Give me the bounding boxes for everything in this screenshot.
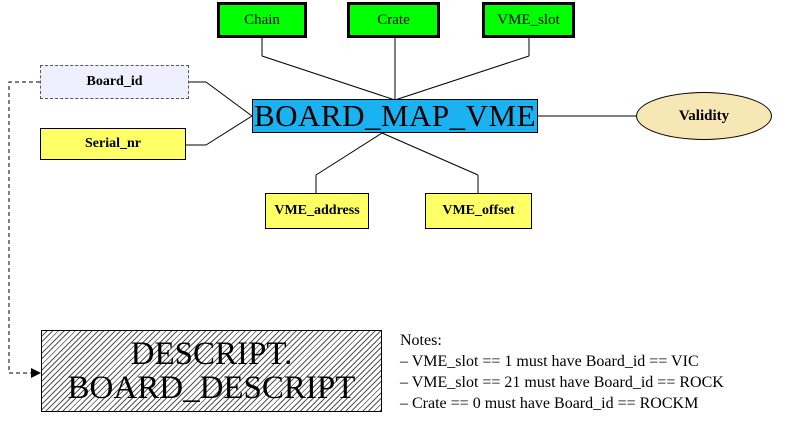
connector-board-id-main: [205, 81, 253, 117]
connector-chain-main: [261, 55, 396, 101]
notes-title: Notes:: [400, 332, 442, 349]
note-item: – VME_slot == 21 must have Board_id == R…: [400, 374, 724, 391]
node-validity-label: Validity: [678, 107, 730, 124]
notes-block: Notes: – VME_slot == 1 must have Board_i…: [400, 330, 724, 414]
node-vme-offset-label: VME_offset: [442, 203, 515, 218]
node-chain: Chain: [217, 2, 307, 38]
node-chain-label: Chain: [244, 11, 280, 28]
node-validity: Validity: [636, 92, 772, 140]
reference-table-line2: BOARD_DESCRIPT: [67, 370, 356, 406]
reference-arrowhead: [31, 368, 41, 378]
connector-serial-nr-main: [205, 115, 253, 146]
node-crate: Crate: [347, 2, 440, 38]
node-board-id: Board_id: [40, 65, 189, 99]
node-serial-nr: Serial_nr: [40, 128, 186, 160]
reference-table-line1: DESCRIPT.: [130, 336, 293, 372]
node-vme-address: VME_address: [265, 193, 369, 229]
node-vme-slot: VME_slot: [482, 2, 575, 38]
node-vme-address-label: VME_address: [274, 203, 360, 218]
node-board-id-label: Board_id: [86, 74, 143, 89]
node-crate-label: Crate: [377, 11, 410, 28]
connector-vme-slot-main: [394, 55, 530, 101]
connector-main-bottom-right: [381, 132, 479, 176]
node-vme-offset: VME_offset: [425, 193, 532, 229]
main-entity-board-map-vme: BOARD_MAP_VME: [252, 98, 538, 133]
connector-main-bottom: [315, 132, 383, 176]
note-item: – Crate == 0 must have Board_id == ROCKM: [400, 395, 699, 412]
reference-table-board-descript: DESCRIPT. BOARD_DESCRIPT: [41, 330, 382, 412]
reference-arrow: [8, 81, 40, 374]
node-vme-slot-label: VME_slot: [497, 11, 560, 28]
main-entity-label: BOARD_MAP_VME: [253, 98, 537, 133]
node-serial-nr-label: Serial_nr: [85, 136, 141, 151]
note-item: – VME_slot == 1 must have Board_id == VI…: [400, 353, 699, 370]
